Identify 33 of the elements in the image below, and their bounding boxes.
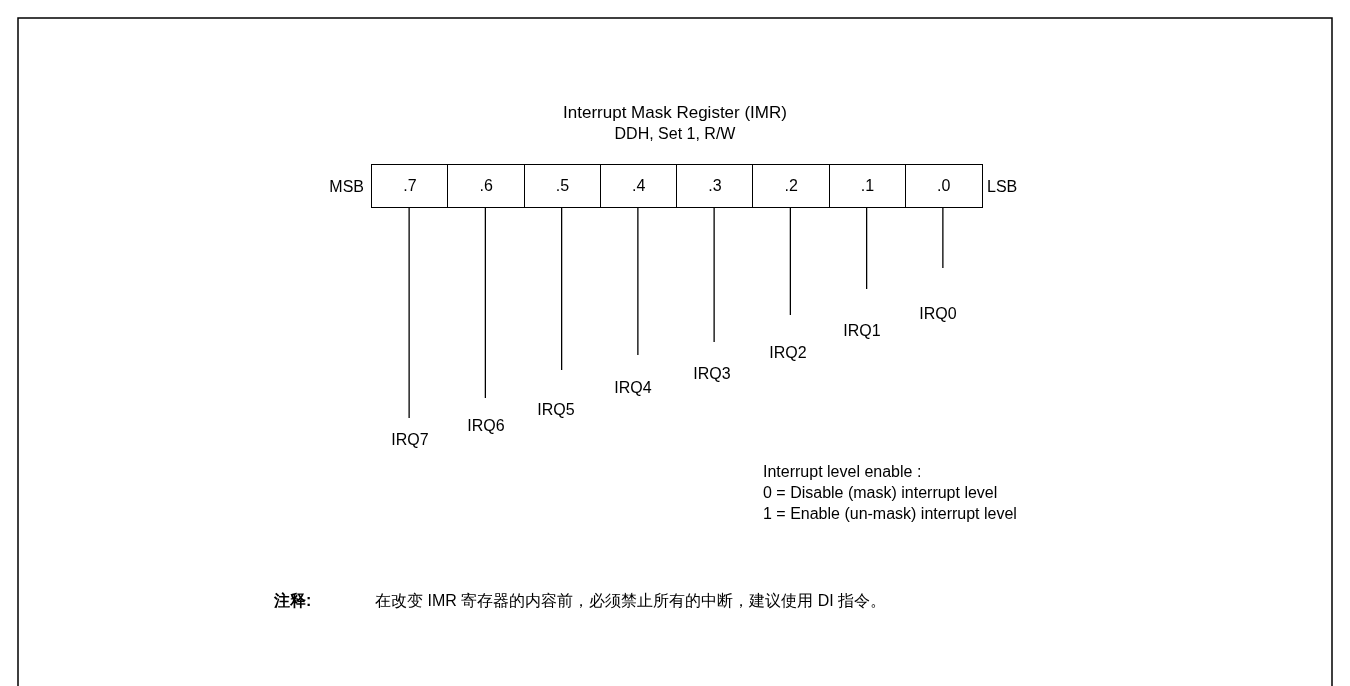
register-title: Interrupt Mask Register (IMR) — [562, 102, 788, 124]
leader-line — [713, 207, 715, 343]
bit-cell: .3 — [676, 164, 754, 208]
lsb-label: LSB — [987, 177, 1019, 197]
irq-label: IRQ2 — [762, 341, 814, 365]
msb-label: MSB — [328, 177, 364, 197]
irq-label: IRQ1 — [836, 319, 888, 343]
register-address: DDH, Set 1, R/W — [613, 124, 737, 144]
leader-line — [866, 207, 868, 290]
irq-label: IRQ5 — [530, 398, 582, 422]
legend-heading: Interrupt level enable : — [763, 462, 923, 482]
bit-cell: .2 — [752, 164, 830, 208]
bit-cell: .0 — [904, 164, 983, 208]
leader-line — [484, 207, 487, 399]
irq-label: IRQ7 — [384, 428, 436, 452]
bit-cell: .6 — [447, 164, 525, 208]
note-text: 在改变 IMR 寄存器的内容前，必须禁止所有的中断，建议使用 DI 指令。 — [375, 591, 888, 611]
note-label: 注释: — [274, 591, 313, 611]
bit-cell: .1 — [828, 164, 907, 208]
leader-line — [408, 207, 410, 419]
leader-line — [942, 207, 944, 269]
irq-label: IRQ0 — [912, 302, 964, 326]
irq-label: IRQ4 — [607, 376, 659, 400]
bit-cell: .7 — [371, 164, 449, 208]
legend-line: 1 = Enable (un-mask) interrupt level — [763, 504, 1018, 524]
irq-label: IRQ6 — [460, 414, 512, 438]
legend-line: 0 = Disable (mask) interrupt level — [763, 483, 999, 503]
leader-line — [789, 207, 792, 316]
bit-cell: .5 — [523, 164, 602, 208]
irq-label: IRQ3 — [686, 362, 738, 386]
leader-line — [561, 207, 563, 371]
bit-cell: .4 — [599, 164, 678, 208]
leader-line — [637, 207, 639, 356]
